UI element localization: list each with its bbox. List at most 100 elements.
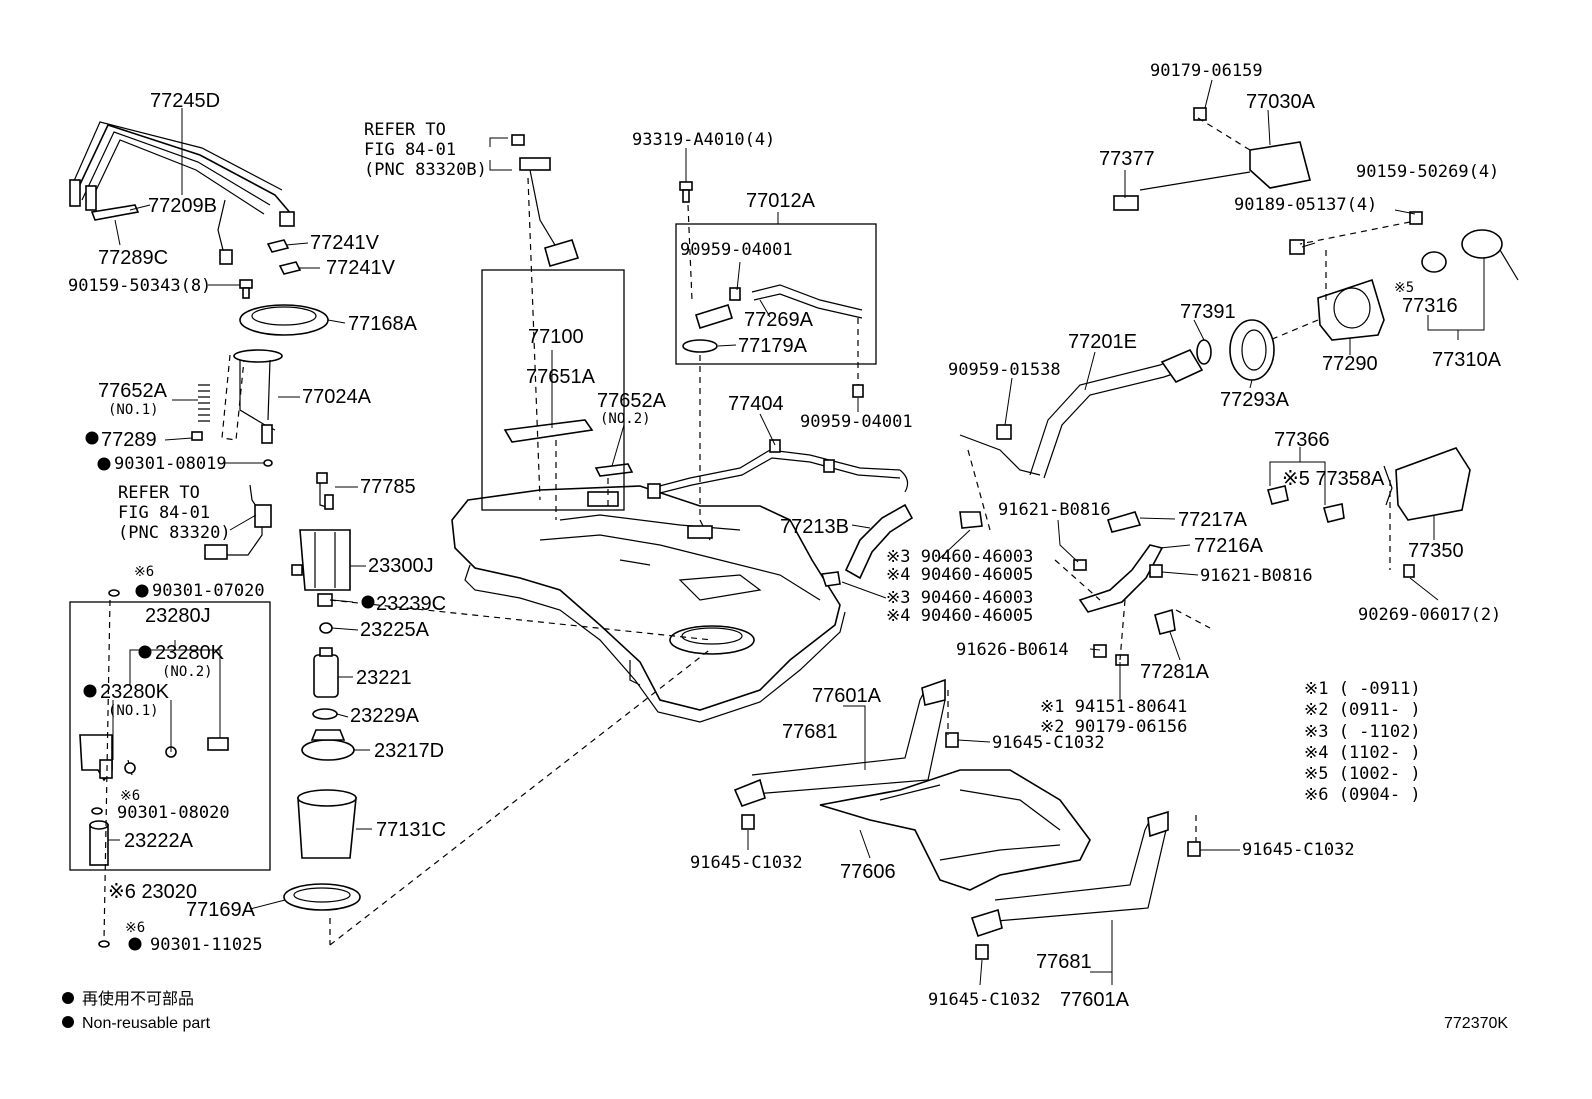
label-no1: (NO.1) xyxy=(108,402,159,418)
label-91621-b0816: 91621-B0816 xyxy=(998,500,1111,520)
lock-actuator-77030a-drawing xyxy=(1113,141,1311,211)
fuel-line-assembly-drawing xyxy=(69,121,295,265)
label-77209b: 77209B xyxy=(148,195,217,217)
group-box-77012a xyxy=(675,223,877,365)
label-90301-08020: 90301-08020 xyxy=(117,803,230,823)
label-77030a: 77030A xyxy=(1246,91,1316,113)
label-77179a: 77179A xyxy=(738,335,808,357)
label-77651a: 77651A xyxy=(526,366,596,388)
label-pnc-83320b: (PNC 83320B) xyxy=(364,160,487,180)
evap-tube-77404-drawing xyxy=(647,439,909,499)
filler-pipe-77201e-drawing xyxy=(959,348,1204,479)
label-note5: ※5 xyxy=(1394,280,1414,296)
label-90269-06017: 90269-06017(2) xyxy=(1358,605,1501,625)
fuel-pump-23221-drawing xyxy=(313,647,339,698)
fuel-door-77350-drawing xyxy=(1395,447,1471,521)
label-77601a: 77601A xyxy=(1060,989,1130,1011)
label-77201e: 77201E xyxy=(1068,331,1137,353)
filler-neck-77293a-drawing xyxy=(1229,319,1275,381)
label-no2: (NO.2) xyxy=(600,411,651,427)
label-23300j: 23300J xyxy=(368,555,434,577)
label-77606: 77606 xyxy=(840,861,896,883)
non-reusable-markers xyxy=(62,431,375,1028)
bracket-77216a-drawing xyxy=(1073,511,1176,666)
sensor-77785-drawing xyxy=(316,472,334,510)
screw-drawing xyxy=(1403,564,1415,578)
bolt-drawing xyxy=(1193,107,1207,121)
label-90460-46005: ※4 90460-46005 xyxy=(886,606,1033,626)
label-77290: 77290 xyxy=(1322,353,1378,375)
label-77358a: ※5 77358A xyxy=(1282,468,1385,490)
label-23221: 23221 xyxy=(356,667,412,689)
legend: 再使用不可部品 Non-reusable part xyxy=(82,990,211,1032)
label-refer-to: REFER TO xyxy=(118,483,200,503)
label-91645-c1032: 91645-C1032 xyxy=(992,733,1105,753)
label-90179-06156: ※2 90179-06156 xyxy=(1040,717,1187,737)
fuel-pump-bracket-23300j-drawing xyxy=(291,529,351,591)
retainer-ring-77168a-drawing xyxy=(239,304,329,336)
bolt-drawing xyxy=(679,181,693,203)
label-90179-06159: 90179-06159 xyxy=(1150,61,1263,81)
clip-drawing xyxy=(852,384,864,398)
spring-drawing xyxy=(198,384,210,422)
hose-77213b-drawing xyxy=(844,503,914,580)
note-line: ※1 ( -0911) xyxy=(1304,679,1421,699)
pad-77651a-drawing xyxy=(503,419,594,443)
clip-77241v-drawing xyxy=(278,261,302,275)
group-box-23020 xyxy=(69,601,271,871)
bracket-77358a-drawing xyxy=(1322,503,1345,523)
gasket-77391-drawing xyxy=(1196,339,1212,365)
pad-77652a-drawing xyxy=(594,463,634,477)
label-90301-11025: 90301-11025 xyxy=(150,935,263,955)
label-23239c: 23239C xyxy=(376,593,446,615)
filter-23217d-drawing xyxy=(301,729,355,761)
label-77281a: 77281A xyxy=(1140,661,1210,683)
o-ring-drawing xyxy=(98,940,110,948)
label-23280j: 23280J xyxy=(145,605,211,627)
label-23225a: 23225A xyxy=(360,619,430,641)
part-labels: 77245D 77209B 77289C 77241V 77241V 90159… xyxy=(68,61,1502,1011)
label-77350: 77350 xyxy=(1408,540,1464,562)
label-91626-b0614: 91626-B0614 xyxy=(956,640,1069,660)
date-notes: ※1 ( -0911) ※2 (0911- ) ※3 ( -1102) ※4 (… xyxy=(1304,679,1421,805)
tank-band-lower-drawing xyxy=(970,810,1201,960)
label-77213b: 77213B xyxy=(780,516,849,538)
label-77131c: 77131C xyxy=(376,819,446,841)
label-77168a: 77168A xyxy=(348,313,418,335)
label-note6: ※6 xyxy=(125,920,145,936)
label-pnc-83320: (PNC 83320) xyxy=(118,523,231,543)
label-77216a: 77216A xyxy=(1194,535,1264,557)
label-91645-c1032: 91645-C1032 xyxy=(1242,840,1355,860)
label-77012a: 77012A xyxy=(746,190,816,212)
label-77289: 77289 xyxy=(101,429,157,451)
seal-77289-drawing xyxy=(191,431,203,441)
o-ring-drawing xyxy=(91,807,103,815)
label-77652a: 77652A xyxy=(98,380,168,402)
label-90189-05137: 90189-05137(4) xyxy=(1234,195,1377,215)
clip-77241v-drawing xyxy=(266,239,290,253)
gasket-77179a-drawing xyxy=(682,339,718,353)
label-90301-08019: 90301-08019 xyxy=(114,454,227,474)
o-ring-drawing xyxy=(108,589,120,597)
gasket-77169a-drawing xyxy=(283,883,361,911)
legend-jp: 再使用不可部品 xyxy=(82,990,194,1008)
sender-float-drawing xyxy=(511,134,580,267)
cushion-23239c-drawing xyxy=(317,593,333,607)
grommet-23229a-drawing xyxy=(312,708,338,720)
label-note6: ※6 xyxy=(134,564,154,580)
assembly-guides xyxy=(103,117,1411,946)
label-23280k: 23280K xyxy=(155,642,225,664)
clamp-77289c-drawing xyxy=(90,204,140,221)
label-90460-46005: ※4 90460-46005 xyxy=(886,565,1033,585)
label-77391: 77391 xyxy=(1180,301,1236,323)
label-77217a: 77217A xyxy=(1178,509,1248,531)
label-77681: 77681 xyxy=(782,721,838,743)
label-23217d: 23217D xyxy=(374,740,444,762)
label-77404: 77404 xyxy=(728,393,784,415)
filler-housing-77290-drawing xyxy=(1317,278,1385,341)
bolt-drawing xyxy=(1409,211,1423,225)
label-91621-b0816: 91621-B0816 xyxy=(1200,566,1313,586)
label-note6: ※6 xyxy=(120,788,140,804)
label-77169a: 77169A xyxy=(186,899,256,921)
label-77601a: 77601A xyxy=(812,685,882,707)
